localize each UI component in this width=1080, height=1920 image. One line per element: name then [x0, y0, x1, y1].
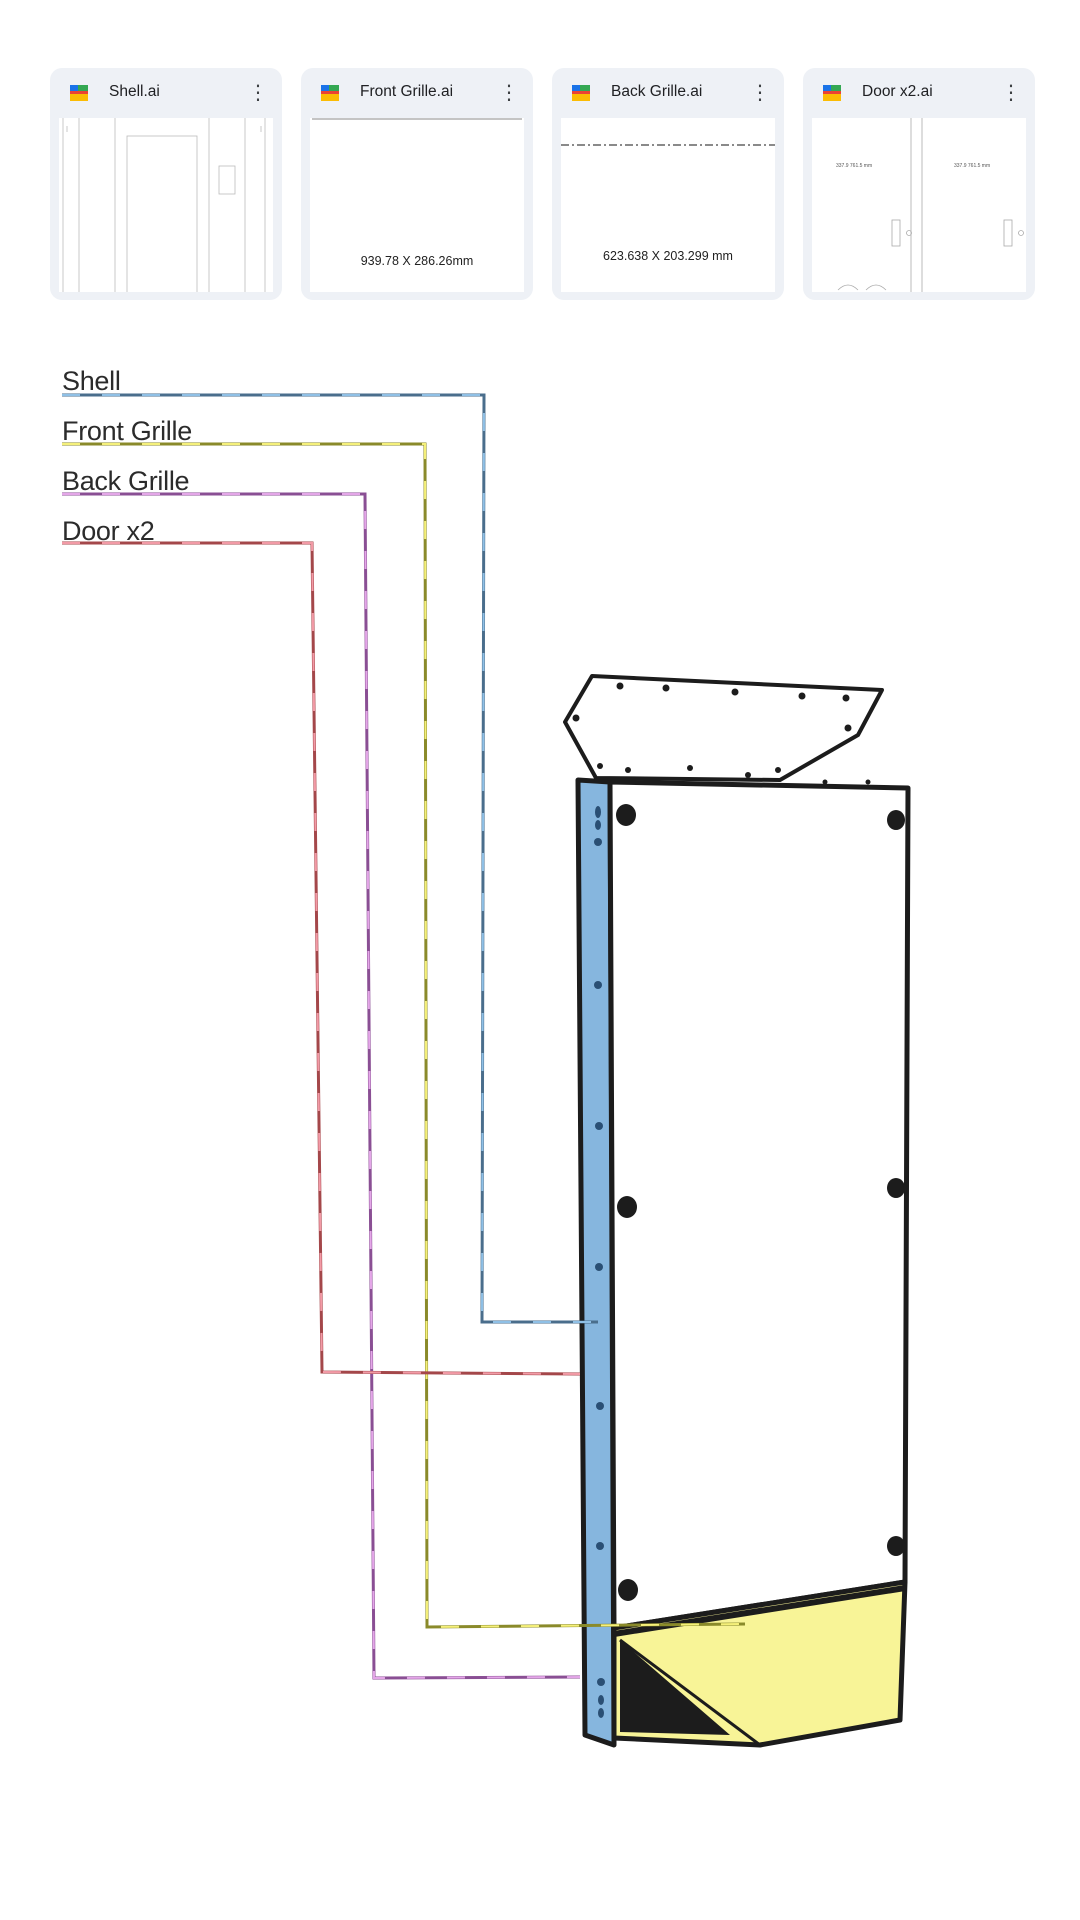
card-header: Front Grille.ai ⋮ [301, 68, 533, 118]
door-dimension-right: 337.9 761.5 mm [954, 163, 991, 169]
callout-leaders [62, 393, 746, 1680]
file-name: Back Grille.ai [611, 83, 703, 100]
more-vert-icon[interactable]: ⋮ [1001, 82, 1021, 104]
dimension-label: 623.638 X 203.299 mm [603, 249, 733, 263]
file-card-door[interactable]: Door x2.ai ⋮ 337.9 761.5 mm 337.9 761.5 … [803, 68, 1035, 300]
file-name: Door x2.ai [862, 83, 933, 100]
door-mounting-holes [616, 804, 905, 1601]
card-header: Back Grille.ai ⋮ [552, 68, 784, 118]
front-grille-preview [312, 118, 522, 120]
file-thumbnail [59, 118, 273, 292]
more-vert-icon[interactable]: ⋮ [248, 82, 268, 104]
door-panel [607, 779, 911, 1631]
dimension-label: 939.78 X 286.26mm [360, 254, 474, 268]
file-name: Shell.ai [109, 83, 160, 100]
card-header: Door x2.ai ⋮ [803, 68, 1035, 118]
file-thumbnail: 623.638 X 203.299 mm [561, 118, 775, 292]
grille-divider [619, 1638, 761, 1747]
file-thumbnail: 939.78 X 286.26mm [310, 118, 524, 292]
enclosure-diagram [62, 393, 911, 1748]
shell-side-holes [594, 806, 605, 1718]
callout-label-door: Door x2 [62, 516, 155, 546]
lid-screws [572, 682, 871, 785]
shell-side-panel [575, 777, 617, 1748]
file-card-back-grille[interactable]: Back Grille.ai ⋮ 623.638 X 203.299 mm [552, 68, 784, 300]
illustrator-file-icon [823, 85, 841, 101]
grille-top-edge [613, 1585, 906, 1637]
back-grille-preview [561, 144, 775, 146]
file-name: Front Grille.ai [360, 83, 454, 100]
more-vert-icon[interactable]: ⋮ [750, 82, 770, 104]
callout-label-front-grille: Front Grille [62, 416, 192, 446]
file-card-front-grille[interactable]: Front Grille.ai ⋮ 939.78 X 286.26mm [301, 68, 533, 300]
door-preview [837, 118, 1024, 292]
callout-label-shell: Shell [62, 366, 121, 396]
shell-preview [62, 118, 266, 292]
illustrator-file-icon [572, 85, 590, 101]
back-grille-vents [620, 1640, 730, 1735]
illustrator-file-icon [70, 85, 88, 101]
file-strip: Shell.ai ⋮ [50, 68, 1035, 300]
more-vert-icon[interactable]: ⋮ [499, 82, 519, 104]
illustrator-file-icon [321, 85, 339, 101]
card-header: Shell.ai ⋮ [50, 68, 282, 118]
door-dimension-left: 337.9 761.5 mm [836, 163, 873, 169]
callout-label-back-grille: Back Grille [62, 466, 190, 496]
file-thumbnail: 337.9 761.5 mm 337.9 761.5 mm [812, 118, 1026, 292]
top-lid-panel [563, 674, 884, 782]
file-card-shell[interactable]: Shell.ai ⋮ [50, 68, 282, 300]
